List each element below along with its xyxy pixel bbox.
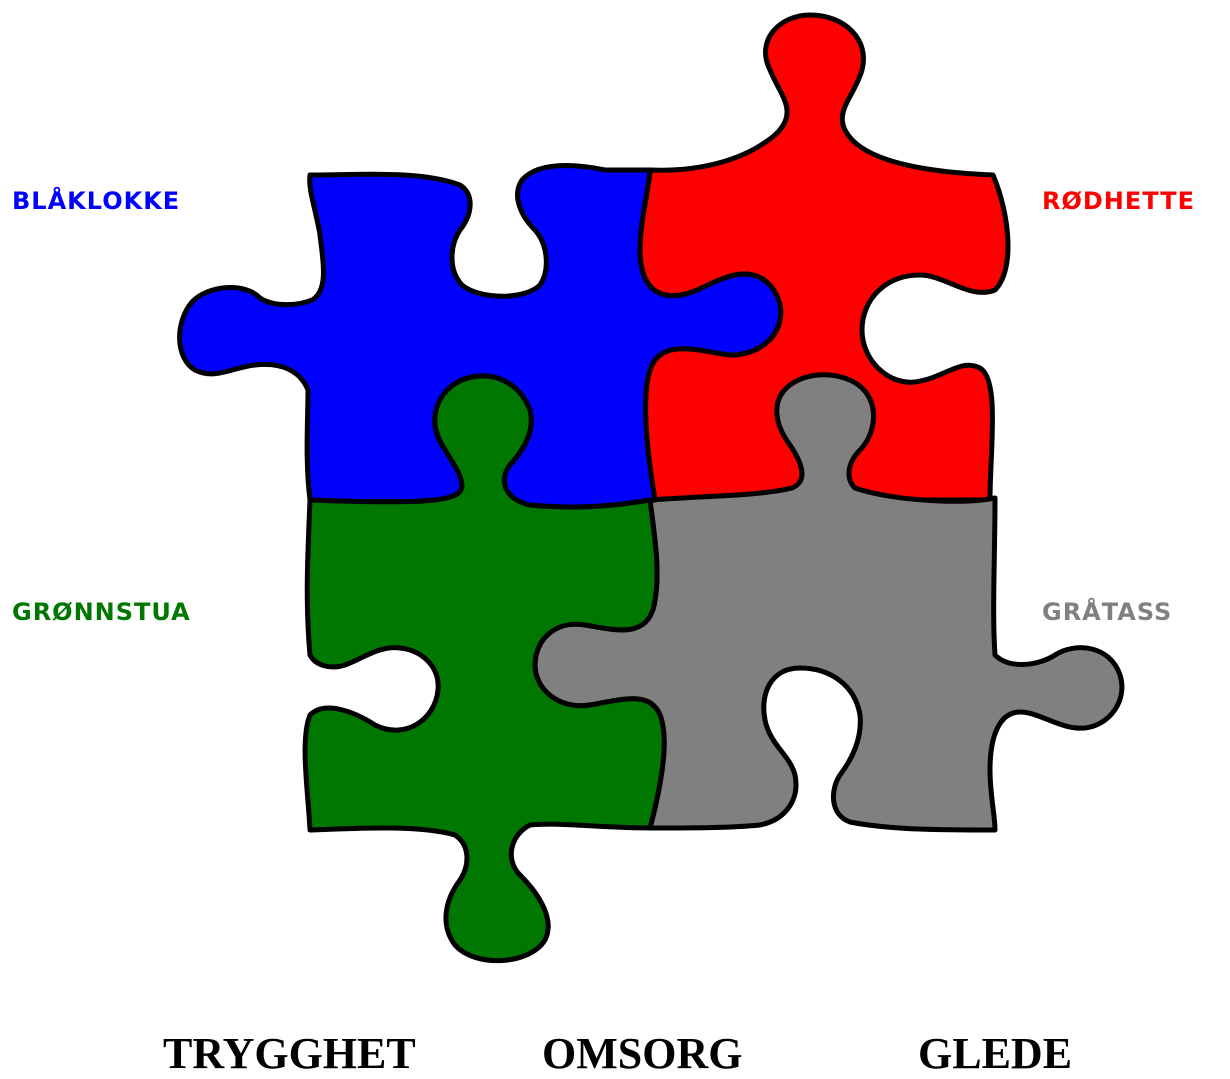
value-glede: GLEDE (918, 1028, 1072, 1079)
gray-group-label: GRÅTASS (1042, 598, 1172, 626)
value-omsorg: OMSORG (542, 1028, 742, 1079)
green-group-label: GRØNNSTUA (12, 598, 191, 626)
value-trygghet: TRYGGHET (163, 1028, 416, 1079)
blue-group-label: BLÅKLOKKE (12, 187, 180, 215)
red-group-label: RØDHETTE (1042, 187, 1195, 215)
